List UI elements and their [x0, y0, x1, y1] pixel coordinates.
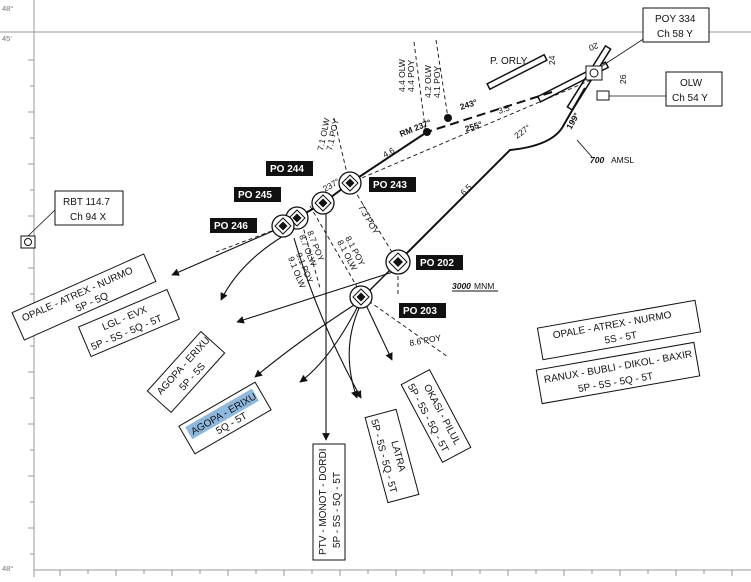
- exit-box-agopa-5p5s[interactable]: AGOPA - ERIXU 5P - 5S: [146, 330, 226, 414]
- lat-label-bottom: 48°: [2, 564, 13, 573]
- waypoint-po243[interactable]: [338, 171, 362, 195]
- poy-ndb-core: [589, 68, 599, 78]
- waypoint-po244[interactable]: [311, 191, 335, 215]
- rbt-box: [54, 190, 124, 226]
- route-to-po202: [397, 87, 586, 263]
- departure-arrows: [171, 203, 394, 441]
- alt700-leader: [576, 139, 593, 158]
- arrow-okasi: [365, 304, 393, 361]
- arrow-latra-1: [293, 237, 362, 399]
- poy-channel: Ch 58 Y: [657, 29, 693, 40]
- exit-box-agopa-5q5t[interactable]: AGOPA - ERIXU 5Q - 5T: [178, 381, 272, 455]
- route-po243-segment: [349, 131, 428, 184]
- label-7.3poy: 7.3 POY: [356, 203, 381, 236]
- exit-box-ptv-route: PTV - MONOT - DORDI: [318, 449, 329, 555]
- olw-channel: Ch 54 Y: [672, 93, 708, 104]
- waypoint-po203[interactable]: [349, 285, 373, 309]
- runway-label-20: 20: [587, 41, 600, 54]
- olw-dme-icon[interactable]: [596, 90, 610, 101]
- label-po203: PO 203: [403, 306, 437, 317]
- waypoint-po246[interactable]: [271, 214, 295, 238]
- label-227: 227°: [512, 122, 532, 140]
- chip-po246: [210, 218, 257, 233]
- runway-label-26: 26: [618, 74, 628, 84]
- runway-label-24: 24: [547, 55, 557, 65]
- waypoint-po202[interactable]: [385, 249, 411, 275]
- fix-line-91: [309, 205, 364, 298]
- exit-box-ptv-procs: 5P - 5S - 5Q - 5T: [332, 472, 343, 548]
- airport-name: P. ORLY: [490, 56, 528, 67]
- poy-leader: [601, 37, 646, 67]
- exit-box-okasi[interactable]: OKASI - PILUL 5P - 5S - 5Q - 5T: [400, 368, 472, 464]
- olw-name: OLW: [680, 78, 703, 89]
- fix-line-86: [362, 296, 449, 358]
- arrow-agopa-alt: [299, 305, 359, 383]
- arrow-agopa-5p: [236, 271, 394, 324]
- label-4.2olw: 4.2 OLW: [423, 65, 433, 98]
- label-po202: PO 202: [420, 258, 454, 269]
- fix-rm237: [423, 128, 431, 136]
- exit-box-latra[interactable]: LATRA 5P - 5S - 5Q - 5T: [364, 408, 420, 504]
- label-alt3000-unit: MNM: [474, 281, 494, 291]
- label-alt700: 700: [590, 155, 604, 165]
- final-route-dashed: [426, 91, 553, 133]
- label-po245: PO 245: [238, 190, 272, 201]
- chip-po244: [266, 161, 313, 176]
- rbt-leader: [27, 209, 56, 237]
- rbt-vor-icon[interactable]: [20, 235, 36, 249]
- chip-po203: [399, 303, 446, 318]
- label-d65: 6.5: [458, 182, 474, 198]
- label-4.4olw: 4.4 OLW: [397, 59, 407, 92]
- fix-line-87: [299, 215, 321, 289]
- label-po244: PO 244: [270, 164, 304, 175]
- label-alt700-unit: AMSL: [611, 155, 634, 165]
- radial-lines: [215, 39, 592, 358]
- chip-po202: [416, 255, 463, 270]
- rbt-name: RBT 114.7: [63, 197, 110, 208]
- selection-highlight: [185, 388, 259, 440]
- rbt-channel: Ch 94 X: [70, 212, 106, 223]
- lat-minute-label: 45': [2, 34, 12, 43]
- lat-label-top: 48°: [2, 4, 13, 13]
- poy-ndb-icon[interactable]: [585, 65, 603, 81]
- chip-po245: [234, 187, 281, 202]
- exit-box-ptv[interactable]: PTV - MONOT - DORDI 5P - 5S - 5Q - 5T: [312, 443, 346, 561]
- fix-line-71: [333, 117, 350, 183]
- fix-line-44: [413, 41, 427, 136]
- radial-west: [215, 225, 286, 253]
- label-199: 199°: [564, 110, 582, 131]
- rbt-vor-core: [24, 238, 32, 246]
- label-4.4poy: 4.4 POY: [406, 60, 416, 92]
- label-po243: PO 243: [373, 180, 407, 191]
- arrow-lgl-evx: [220, 234, 286, 301]
- arrow-agopa-5q: [254, 304, 355, 378]
- label-8.6poy: 8.6 POY: [409, 332, 443, 347]
- poy-name: POY 334: [655, 14, 696, 25]
- label-po246: PO 246: [214, 221, 248, 232]
- radial-227: [349, 79, 592, 184]
- label-255: 255°: [464, 119, 484, 134]
- runway-24: [486, 53, 548, 91]
- fix-line-41: [435, 39, 449, 119]
- poy-box: [642, 7, 710, 43]
- fix-243: [444, 114, 452, 122]
- arrow-latra-2: [348, 305, 361, 399]
- label-d46: 4.6: [381, 145, 396, 160]
- fix-line-73: [349, 182, 399, 263]
- label-alt3000: 3000: [452, 281, 471, 291]
- olw-box: [665, 71, 723, 107]
- label-243: 243°: [459, 97, 479, 112]
- tick-marks-bottom: [59, 570, 733, 576]
- label-4.1poy: 4.1 POY: [432, 66, 442, 98]
- chip-po243: [369, 177, 416, 192]
- waypoint-symbols: [271, 171, 411, 309]
- label-d35: 3.5: [497, 103, 512, 116]
- arrow-opale-north: [171, 226, 283, 276]
